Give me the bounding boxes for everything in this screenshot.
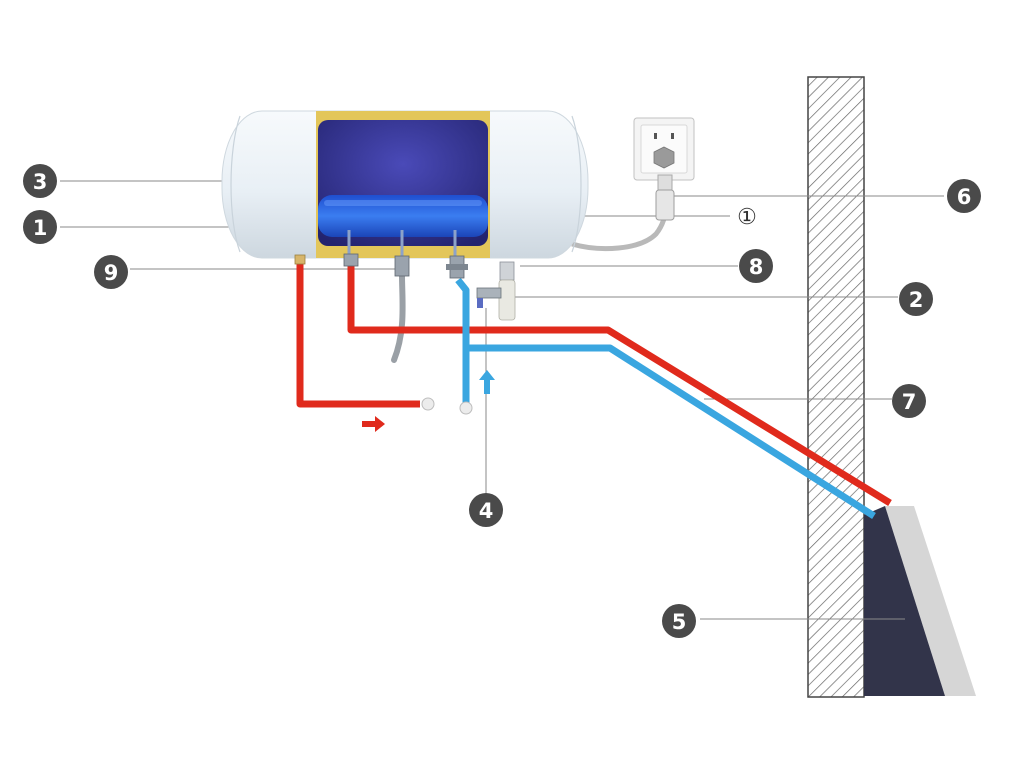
plug-body [655, 189, 675, 221]
callout-1-label: 1 [33, 216, 48, 240]
hot-supply-pipe [347, 262, 892, 506]
callout-6: 6 [947, 179, 981, 213]
power-socket [633, 117, 695, 221]
cold-supply-pipe [466, 344, 876, 519]
callout-5-label: 5 [672, 610, 687, 634]
callout-5: 5 [662, 604, 696, 638]
wall [807, 76, 865, 698]
callout-2-label: 2 [909, 288, 924, 312]
pressure-relief-valve-body [498, 279, 516, 321]
drain-fitting [394, 255, 410, 277]
heater-unit [864, 506, 976, 696]
callout-7: 7 [892, 384, 926, 418]
callout-3-label: 3 [33, 170, 48, 194]
fittings [294, 253, 516, 321]
hot-outlet-cap [421, 397, 435, 411]
cold-inlet-pipe [455, 277, 470, 404]
callout-3: 3 [23, 164, 57, 198]
cold-inlet-cap [459, 401, 473, 415]
hot-supply-fitting [343, 253, 359, 267]
hot-water-pipes [296, 262, 892, 506]
safety-valve [499, 261, 515, 281]
hot-outlet-pipe [296, 262, 420, 408]
callout-7-label: 7 [902, 390, 917, 414]
callout-8: 8 [739, 249, 773, 283]
callout-circled-1-label: ① [737, 205, 757, 230]
hot-outlet-fitting [294, 254, 306, 265]
flow-arrow-up-icon [479, 370, 495, 394]
callout-1: 1 [23, 210, 57, 244]
callout-4: 4 [469, 493, 503, 527]
power-socket-icon [653, 133, 675, 169]
callout-9-label: 9 [104, 261, 119, 285]
callouts: 3 1 9 6 ① 8 2 7 4 [23, 164, 981, 638]
water-tank [221, 110, 589, 259]
drain-hose [391, 272, 406, 363]
callout-8-label: 8 [749, 255, 764, 279]
callout-2: 2 [899, 282, 933, 316]
heating-element [318, 195, 488, 237]
callout-circled-1: ① [737, 205, 757, 230]
flow-arrow-right-icon [362, 416, 385, 432]
cold-water-pipes [455, 277, 876, 519]
callout-4-label: 4 [479, 499, 494, 523]
callout-6-label: 6 [957, 185, 972, 209]
callout-9: 9 [94, 255, 128, 289]
